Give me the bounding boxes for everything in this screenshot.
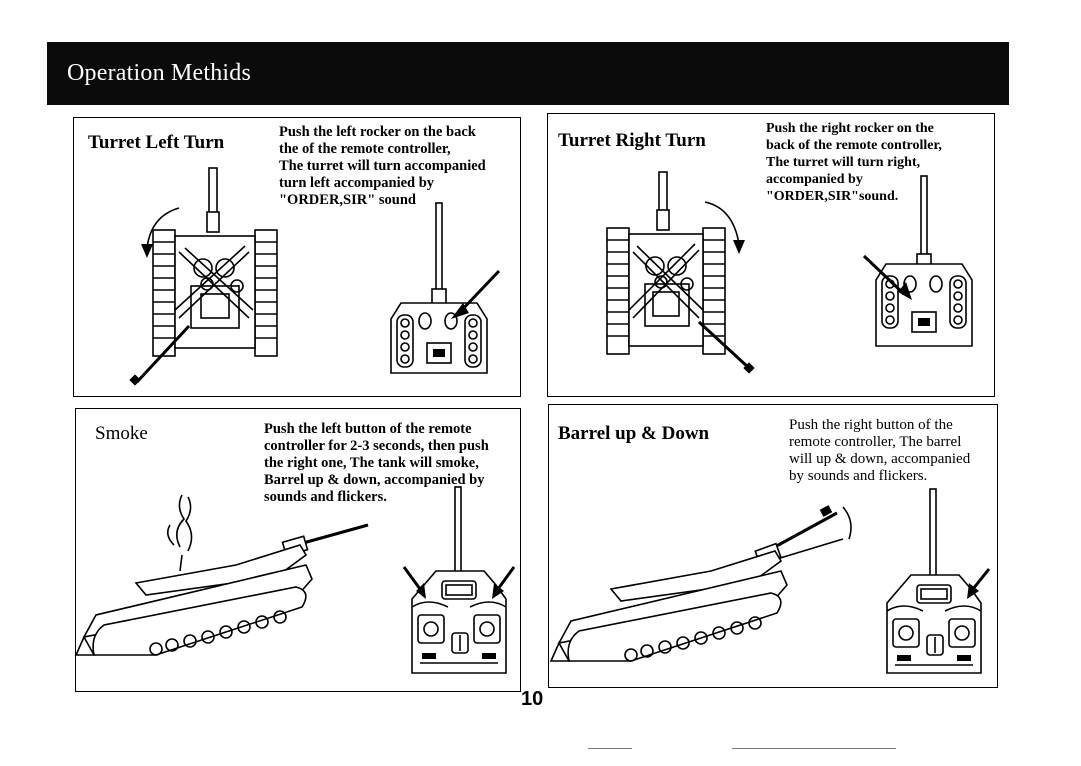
- tank-top-view-illustration: [606, 171, 755, 374]
- scan-mark: [588, 748, 632, 749]
- page-number: 10: [521, 688, 544, 710]
- scan-mark: [732, 748, 896, 749]
- tank-side-view-illustration: [74, 494, 369, 656]
- panel-turret-right: Turret Right Turn Push the right rocker …: [547, 113, 995, 397]
- panel-turret-left: Turret Left Turn Push the left rocker on…: [73, 117, 521, 397]
- panel-title-turret-right: Turret Right Turn: [558, 130, 706, 151]
- description-turret-left: Push the left rocker on the back the of …: [279, 124, 486, 208]
- description-smoke: Push the left button of the remote contr…: [264, 421, 489, 505]
- panel-smoke: Smoke Push the left button of the remote…: [74, 408, 521, 692]
- description-turret-right: Push the right rocker on the back of the…: [766, 121, 942, 204]
- panel-title-barrel: Barrel up & Down: [558, 423, 710, 444]
- remote-controller-back-illustration: [862, 175, 973, 347]
- panel-barrel: Barrel up & Down Push the right button o…: [548, 404, 998, 688]
- tank-side-view-illustration: [549, 505, 852, 662]
- page-title: Operation Methids: [67, 60, 252, 86]
- description-barrel: Push the right button of the remote cont…: [789, 417, 971, 484]
- panel-title-smoke: Smoke: [95, 423, 148, 444]
- remote-controller-front-illustration: [402, 486, 516, 674]
- tank-top-view-illustration: [129, 167, 278, 386]
- header-bar: Operation Methids: [47, 42, 1009, 105]
- panel-title-turret-left: Turret Left Turn: [88, 132, 225, 153]
- remote-controller-front-illustration: [886, 488, 991, 674]
- remote-controller-back-illustration: [390, 202, 501, 374]
